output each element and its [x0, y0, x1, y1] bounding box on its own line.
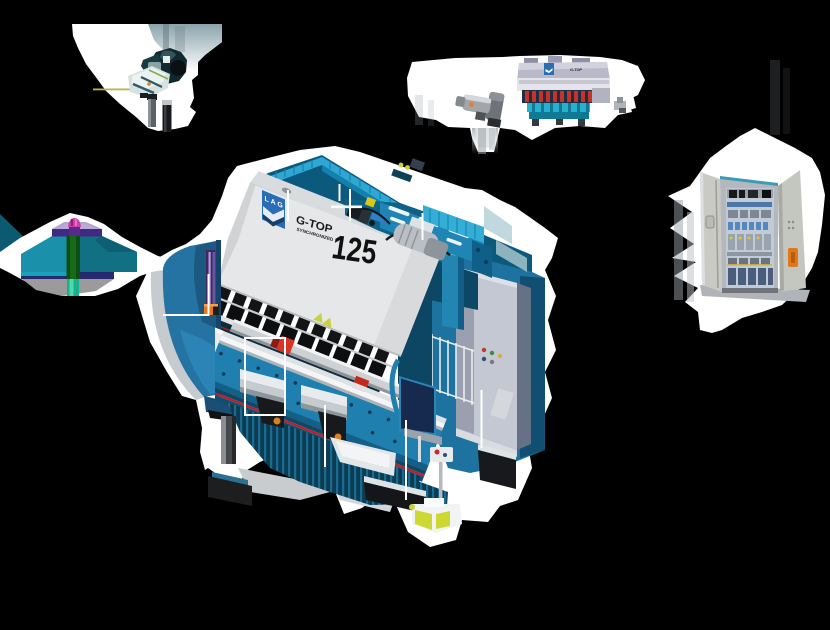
svg-text:G-TOP: G-TOP: [570, 68, 582, 72]
svg-text:125: 125: [332, 228, 377, 272]
